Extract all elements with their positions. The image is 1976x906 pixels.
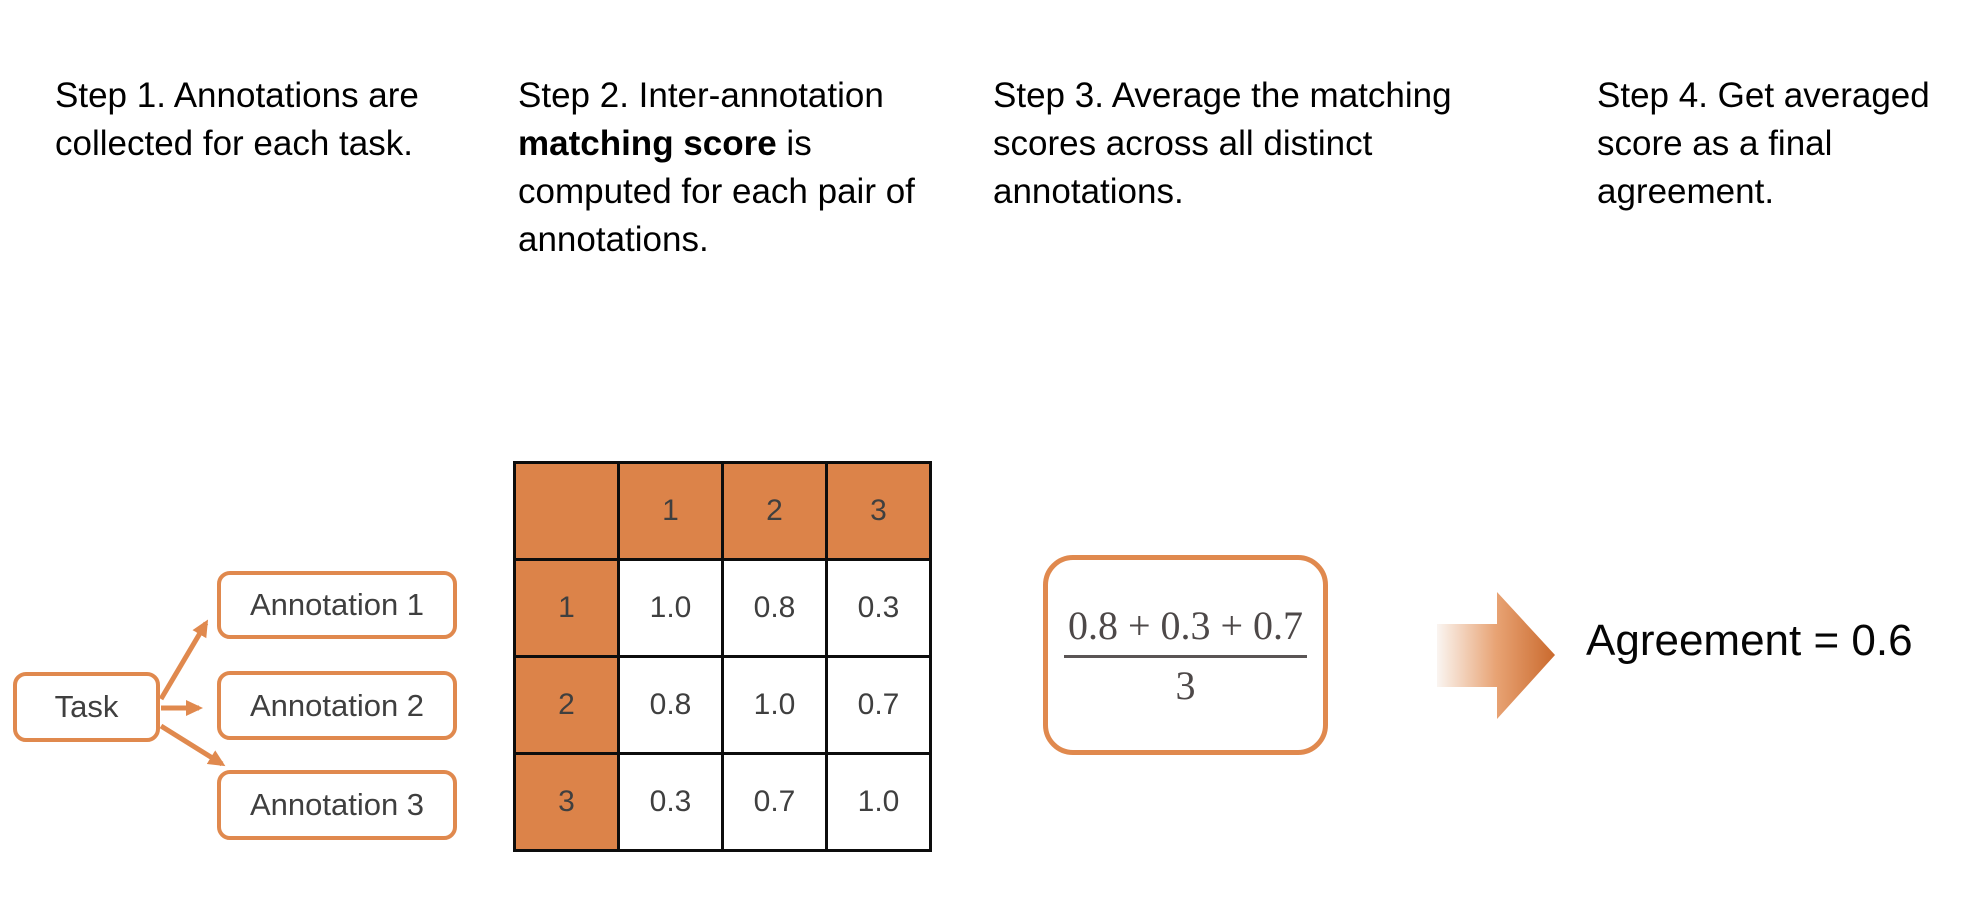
task-to-annotation1-arrow — [158, 619, 209, 701]
matrix-cell-1-2: 0.8 — [721, 558, 828, 658]
matrix-cell-2-1: 0.8 — [617, 655, 724, 755]
matrix-row-2: 2 0.8 1.0 0.7 — [513, 655, 932, 755]
matrix-row-header-1: 1 — [513, 558, 620, 658]
task-label: Task — [54, 689, 119, 724]
step4-line1: Step 4. Get averaged — [1597, 76, 1930, 115]
step1-line1: Step 1. Annotations are — [55, 76, 419, 115]
step3-line3: annotations. — [993, 172, 1184, 211]
step4-line2: score as a final — [1597, 124, 1833, 163]
annotation-label-1: Annotation 1 — [249, 587, 425, 622]
step2-line2-rest: is — [776, 124, 812, 163]
annotation-label-3: Annotation 3 — [249, 787, 425, 822]
step4-line3: agreement. — [1597, 172, 1775, 211]
matrix-col-header-1: 1 — [617, 461, 724, 561]
matrix-row-3: 3 0.3 0.7 1.0 — [513, 752, 932, 852]
step4-caption: Step 4. Get averaged score as a final ag… — [1597, 72, 1930, 216]
agreement-result-text: Agreement = 0.6 — [1586, 616, 1913, 665]
step2-line3: computed for each pair of — [518, 172, 915, 211]
step1-line2: collected for each task. — [55, 124, 413, 163]
annotation-box-3: Annotation 3 — [217, 770, 457, 840]
gradient-arrow-icon — [1437, 592, 1555, 719]
step2-caption: Step 2. Inter-annotation matching score … — [518, 72, 915, 264]
formula-denominator: 3 — [1063, 654, 1308, 709]
matrix-cell-2-2: 1.0 — [721, 655, 828, 755]
step3-line2: scores across all distinct — [993, 124, 1373, 163]
matrix-cell-3-3: 1.0 — [825, 752, 932, 852]
average-formula: 0.8 + 0.3 + 0.7 3 — [1063, 602, 1308, 709]
matrix-cell-1-1: 1.0 — [617, 558, 724, 658]
matching-matrix-table: 1 2 3 1 1.0 0.8 0.3 2 0.8 1.0 0.7 3 0.3 … — [513, 461, 932, 852]
matrix-row-1: 1 1.0 0.8 0.3 — [513, 558, 932, 658]
matrix-col-header-3: 3 — [825, 461, 932, 561]
matrix-corner-cell — [513, 461, 620, 561]
matrix-row-header-2: 2 — [513, 655, 620, 755]
formula-box: 0.8 + 0.3 + 0.7 3 — [1043, 555, 1328, 755]
task-box: Task — [13, 672, 160, 742]
matrix-cell-1-3: 0.3 — [825, 558, 932, 658]
task-to-annotation3-arrow — [159, 723, 226, 767]
step2-line2: matching score is — [518, 120, 915, 168]
step1-caption: Step 1. Annotations are collected for ea… — [55, 72, 419, 168]
step3-caption: Step 3. Average the matching scores acro… — [993, 72, 1452, 216]
step2-line1: Step 2. Inter-annotation — [518, 76, 884, 115]
annotation-box-1: Annotation 1 — [217, 571, 457, 639]
matrix-cell-3-2: 0.7 — [721, 752, 828, 852]
matrix-header-row: 1 2 3 — [513, 461, 932, 561]
matrix-row-header-3: 3 — [513, 752, 620, 852]
matrix-cell-2-3: 0.7 — [825, 655, 932, 755]
step2-line4: annotations. — [518, 220, 709, 259]
step2-bold-phrase: matching score — [518, 124, 777, 163]
formula-numerator: 0.8 + 0.3 + 0.7 — [1067, 602, 1304, 648]
matrix-col-header-2: 2 — [721, 461, 828, 561]
step3-line1: Step 3. Average the matching — [993, 76, 1452, 115]
annotation-box-2: Annotation 2 — [217, 671, 457, 740]
annotation-label-2: Annotation 2 — [249, 687, 425, 723]
matrix-cell-3-1: 0.3 — [617, 752, 724, 852]
